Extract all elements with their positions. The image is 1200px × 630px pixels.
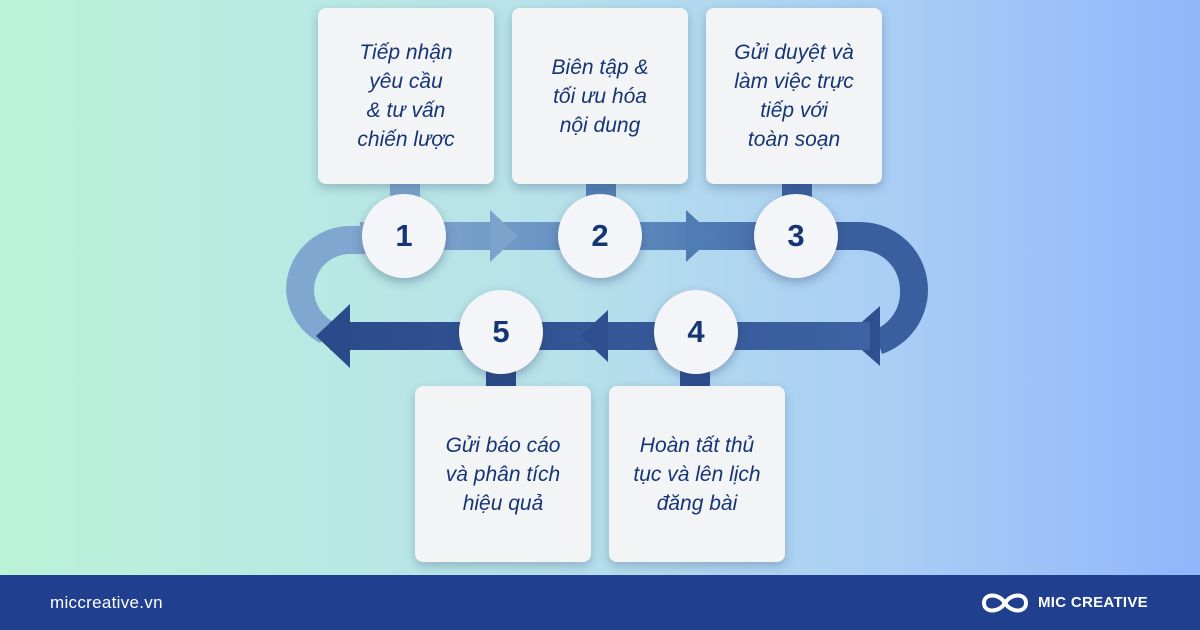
step-label: Gửi duyệt và làm việc trực tiếp với toàn… xyxy=(734,41,854,151)
step-number-4: 4 xyxy=(654,290,738,374)
left-loop-band xyxy=(286,226,370,343)
step-box-5: Gửi báo cáo và phân tích hiệu quả xyxy=(415,386,591,562)
website-link[interactable]: miccreative.vn xyxy=(50,593,163,612)
brand-name: MIC CREATIVE xyxy=(1038,594,1148,611)
step-label: Biên tập & tối ưu hóa nội dung xyxy=(551,55,649,137)
step-label: Hoàn tất thủ tục và lên lịch đăng bài xyxy=(633,433,761,515)
step-box-4: Hoàn tất thủ tục và lên lịch đăng bài xyxy=(609,386,785,562)
arrow-4-to-5 xyxy=(580,310,608,362)
step-number-5: 5 xyxy=(459,290,543,374)
arrow-2-to-3 xyxy=(686,210,714,262)
arrow-1-to-2 xyxy=(490,210,518,262)
process-diagram: Tiếp nhận yêu cầu & tư vấn chiến lược Bi… xyxy=(286,8,928,562)
step-number-1: 1 xyxy=(362,194,446,278)
step-box-3: Gửi duyệt và làm việc trực tiếp với toàn… xyxy=(706,8,882,184)
step-label: Tiếp nhận yêu cầu & tư vấn chiến lược xyxy=(357,41,455,151)
step-label: Gửi báo cáo và phân tích hiệu quả xyxy=(445,433,561,515)
step-number-3: 3 xyxy=(754,194,838,278)
step-box-2: Biên tập & tối ưu hóa nội dung xyxy=(512,8,688,184)
arrow-5-to-1-head xyxy=(316,304,350,368)
brand-logo: MIC CREATIVE xyxy=(980,575,1148,630)
infinity-logo-icon xyxy=(981,593,1029,612)
footer-bar: miccreative.vn MIC CREATIVE xyxy=(0,575,1200,630)
step-number-2: 2 xyxy=(558,194,642,278)
right-loop-arrow xyxy=(836,222,928,354)
step-box-1: Tiếp nhận yêu cầu & tư vấn chiến lược xyxy=(318,8,494,184)
